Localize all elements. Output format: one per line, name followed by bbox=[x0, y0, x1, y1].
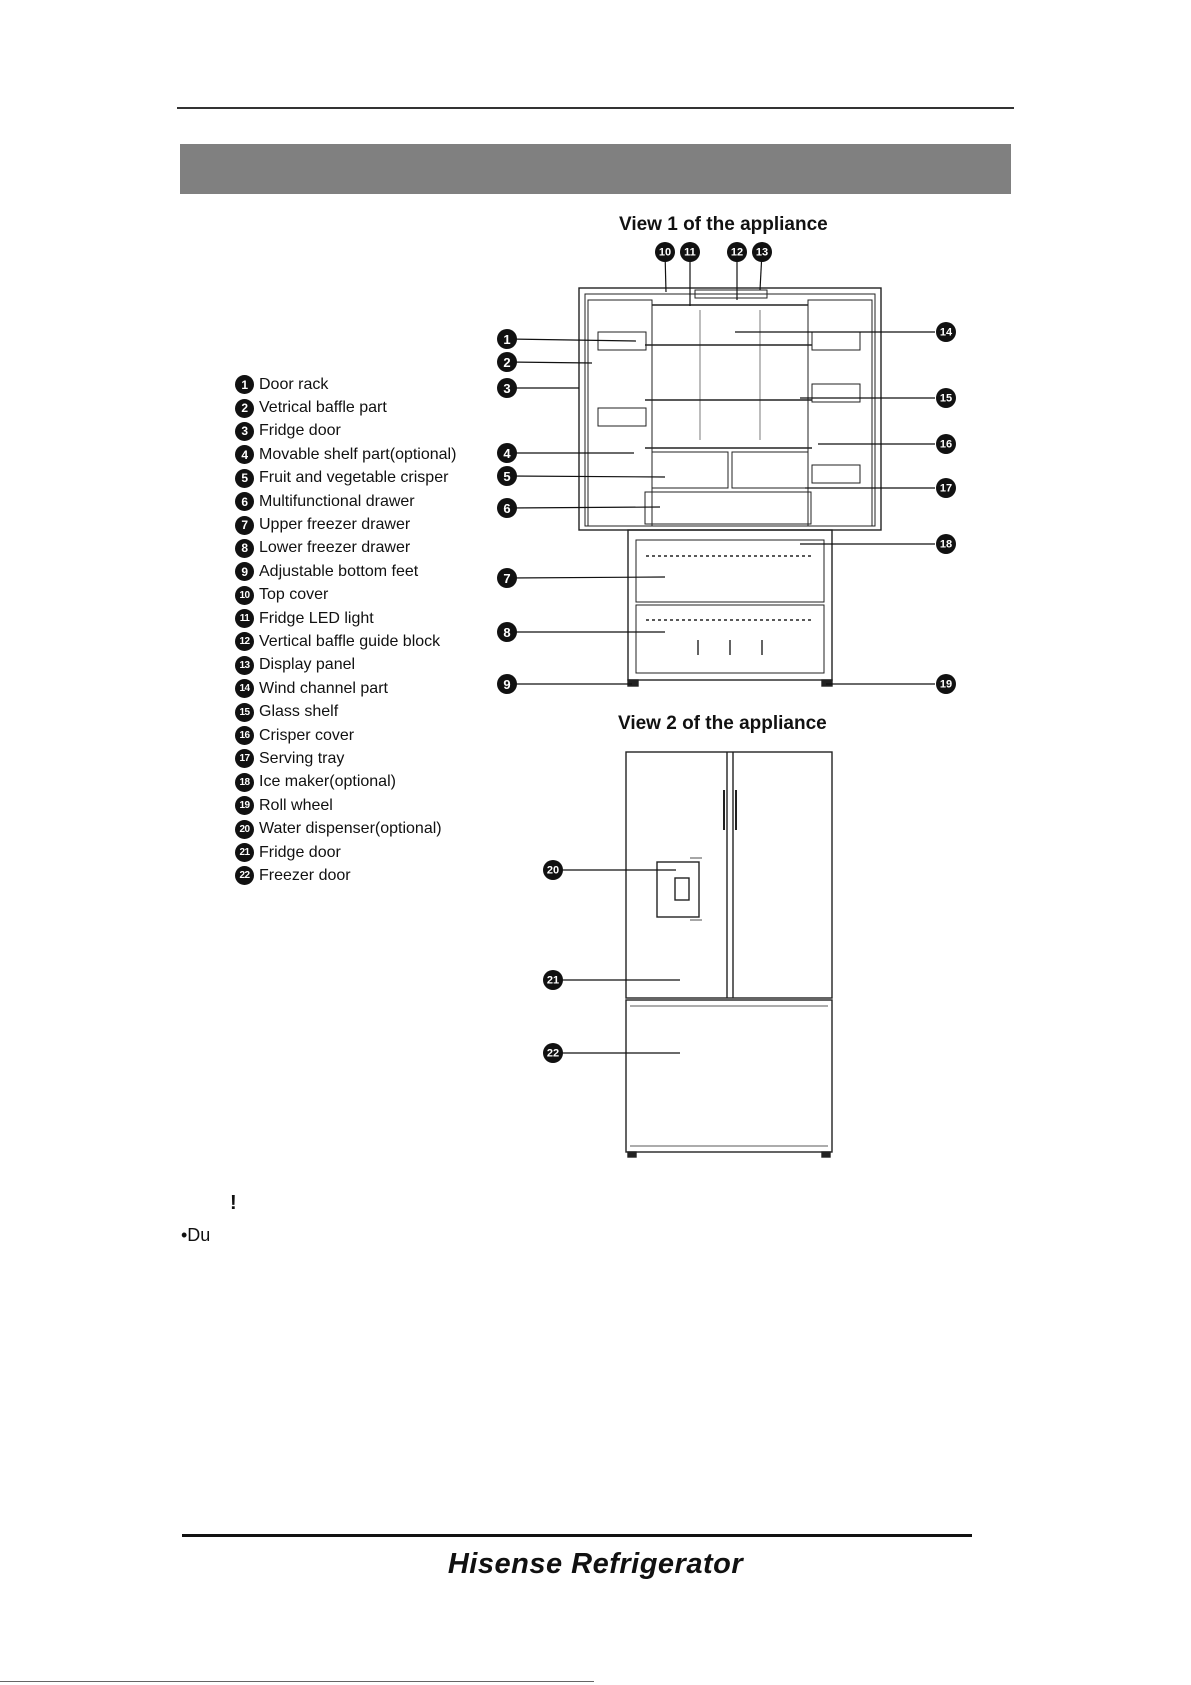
callout-badge: 13 bbox=[752, 242, 772, 262]
callout-number: 13 bbox=[756, 247, 768, 259]
callout-badge: 14 bbox=[936, 322, 956, 342]
leader-lines bbox=[507, 252, 935, 1053]
view-1-fridge-illustration bbox=[579, 288, 881, 530]
callout-badge: 17 bbox=[936, 478, 956, 498]
callout-badge: 19 bbox=[936, 674, 956, 694]
view-1-freezer-illustration bbox=[628, 530, 832, 686]
callout-number: 15 bbox=[940, 393, 952, 405]
callout-badge: 9 bbox=[497, 674, 517, 694]
callout-number: 17 bbox=[940, 483, 952, 495]
callout-number: 21 bbox=[547, 975, 559, 987]
bullet-text: •Du bbox=[181, 1225, 210, 1246]
callout-number: 20 bbox=[547, 865, 559, 877]
page-edge-rule bbox=[0, 1681, 594, 1682]
callout-number: 2 bbox=[503, 355, 510, 370]
callout-number: 3 bbox=[503, 381, 510, 396]
callout-number: 9 bbox=[503, 677, 510, 692]
callout-badge: 6 bbox=[497, 498, 517, 518]
callout-badge: 3 bbox=[497, 378, 517, 398]
callout-number: 10 bbox=[659, 247, 671, 259]
callout-number: 16 bbox=[940, 439, 952, 451]
callout-number: 8 bbox=[503, 625, 510, 640]
callout-badge: 21 bbox=[543, 970, 563, 990]
warning-mark: ! bbox=[230, 1192, 237, 1215]
callout-number: 14 bbox=[940, 327, 953, 339]
callout-number: 11 bbox=[684, 247, 696, 259]
callout-number: 7 bbox=[503, 571, 510, 586]
view-2-fridge-illustration bbox=[626, 752, 832, 1157]
callout-badge: 12 bbox=[727, 242, 747, 262]
callout-number: 1 bbox=[503, 332, 510, 347]
callout-badge: 2 bbox=[497, 352, 517, 372]
callout-badge: 7 bbox=[497, 568, 517, 588]
callout-badge: 5 bbox=[497, 466, 517, 486]
callout-number: 5 bbox=[503, 469, 510, 484]
callout-number: 4 bbox=[503, 446, 511, 461]
callout-number: 12 bbox=[731, 247, 743, 259]
callout-badge: 1 bbox=[497, 329, 517, 349]
callout-badge: 16 bbox=[936, 434, 956, 454]
callout-number: 19 bbox=[940, 679, 952, 691]
callout-badge: 22 bbox=[543, 1043, 563, 1063]
callout-number: 22 bbox=[547, 1048, 559, 1060]
callout-badge: 20 bbox=[543, 860, 563, 880]
callout-badge: 8 bbox=[497, 622, 517, 642]
footer-rule bbox=[182, 1534, 972, 1537]
callout-number: 18 bbox=[940, 539, 952, 551]
callout-badge: 10 bbox=[655, 242, 675, 262]
callout-badge: 4 bbox=[497, 443, 517, 463]
callout-badge: 18 bbox=[936, 534, 956, 554]
callout-badge: 11 bbox=[680, 242, 700, 262]
callout-number: 6 bbox=[503, 501, 510, 516]
brand-logo: Hisense Refrigerator bbox=[0, 1548, 1191, 1581]
callout-badge: 15 bbox=[936, 388, 956, 408]
